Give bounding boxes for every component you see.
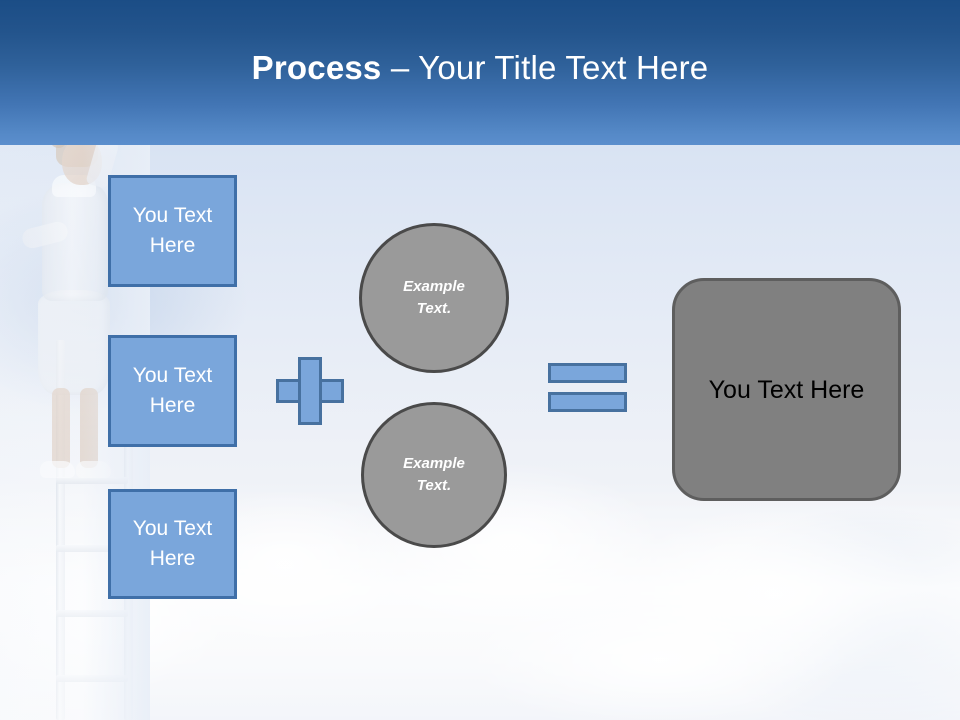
input-box-1[interactable]: You Text Here [108,175,237,287]
slide-title: Process – Your Title Text Here [0,48,960,88]
input-box-3[interactable]: You Text Here [108,489,237,599]
example-circle-1[interactable]: Example Text. [359,223,509,373]
ladder-rung [56,675,128,682]
plus-operator-icon [276,357,344,425]
input-box-2[interactable]: You Text Here [108,335,237,447]
input-box-2-label: You Text Here [132,364,213,417]
slide-title-strong: Process [251,49,382,86]
example-circle-1-line2: Text. [416,300,452,317]
slide-header-band [0,0,960,145]
ladder-rung [56,610,128,617]
input-box-3-label: You Text Here [132,517,213,570]
woman-leg [80,388,98,468]
woman-shoe [40,461,75,478]
result-box-label: You Text Here [708,375,865,404]
ladder-rung [56,477,128,484]
result-box[interactable]: You Text Here [672,278,901,501]
input-box-1-label: You Text Here [132,204,213,257]
slide-title-rest: – Your Title Text Here [381,49,709,86]
example-circle-2-line2: Text. [416,477,452,494]
equals-bottom-bar [548,392,627,412]
example-circle-2-line1: Example [403,455,465,472]
plus-center-fill [301,382,319,400]
woman-shoe [76,461,111,478]
example-circle-2[interactable]: Example Text. [361,402,507,548]
equals-top-bar [548,363,627,383]
woman-skirt [38,290,110,395]
woman-leg [52,388,70,468]
example-circle-1-line1: Example [403,278,465,295]
